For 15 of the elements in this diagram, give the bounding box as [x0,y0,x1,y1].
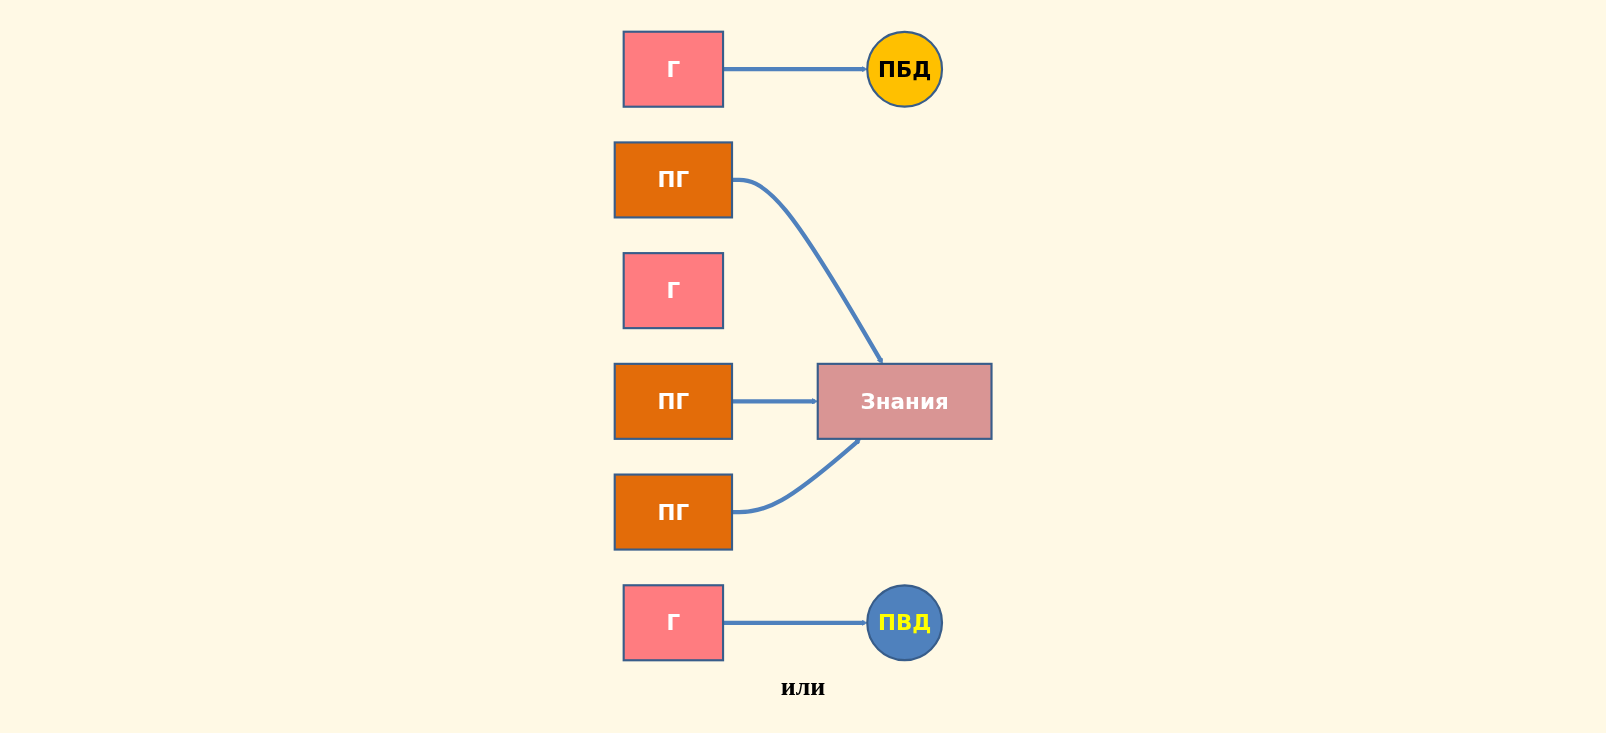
node-box: ПГ [613,362,733,440]
node-box: Г [622,251,724,329]
node-circle: ПБД [866,30,943,108]
node-box: Г [622,30,724,108]
note-text: или [780,671,826,702]
arrow [731,438,861,514]
node-circle: ПВД [866,583,943,661]
arrow [722,65,868,72]
arrow [722,619,868,626]
arrow [731,177,883,364]
node-box: ПГ [613,473,733,551]
node-box: Знания [816,362,993,440]
arrow [731,397,818,404]
node-box: ПГ [613,140,733,218]
node-box: Г [622,583,724,661]
